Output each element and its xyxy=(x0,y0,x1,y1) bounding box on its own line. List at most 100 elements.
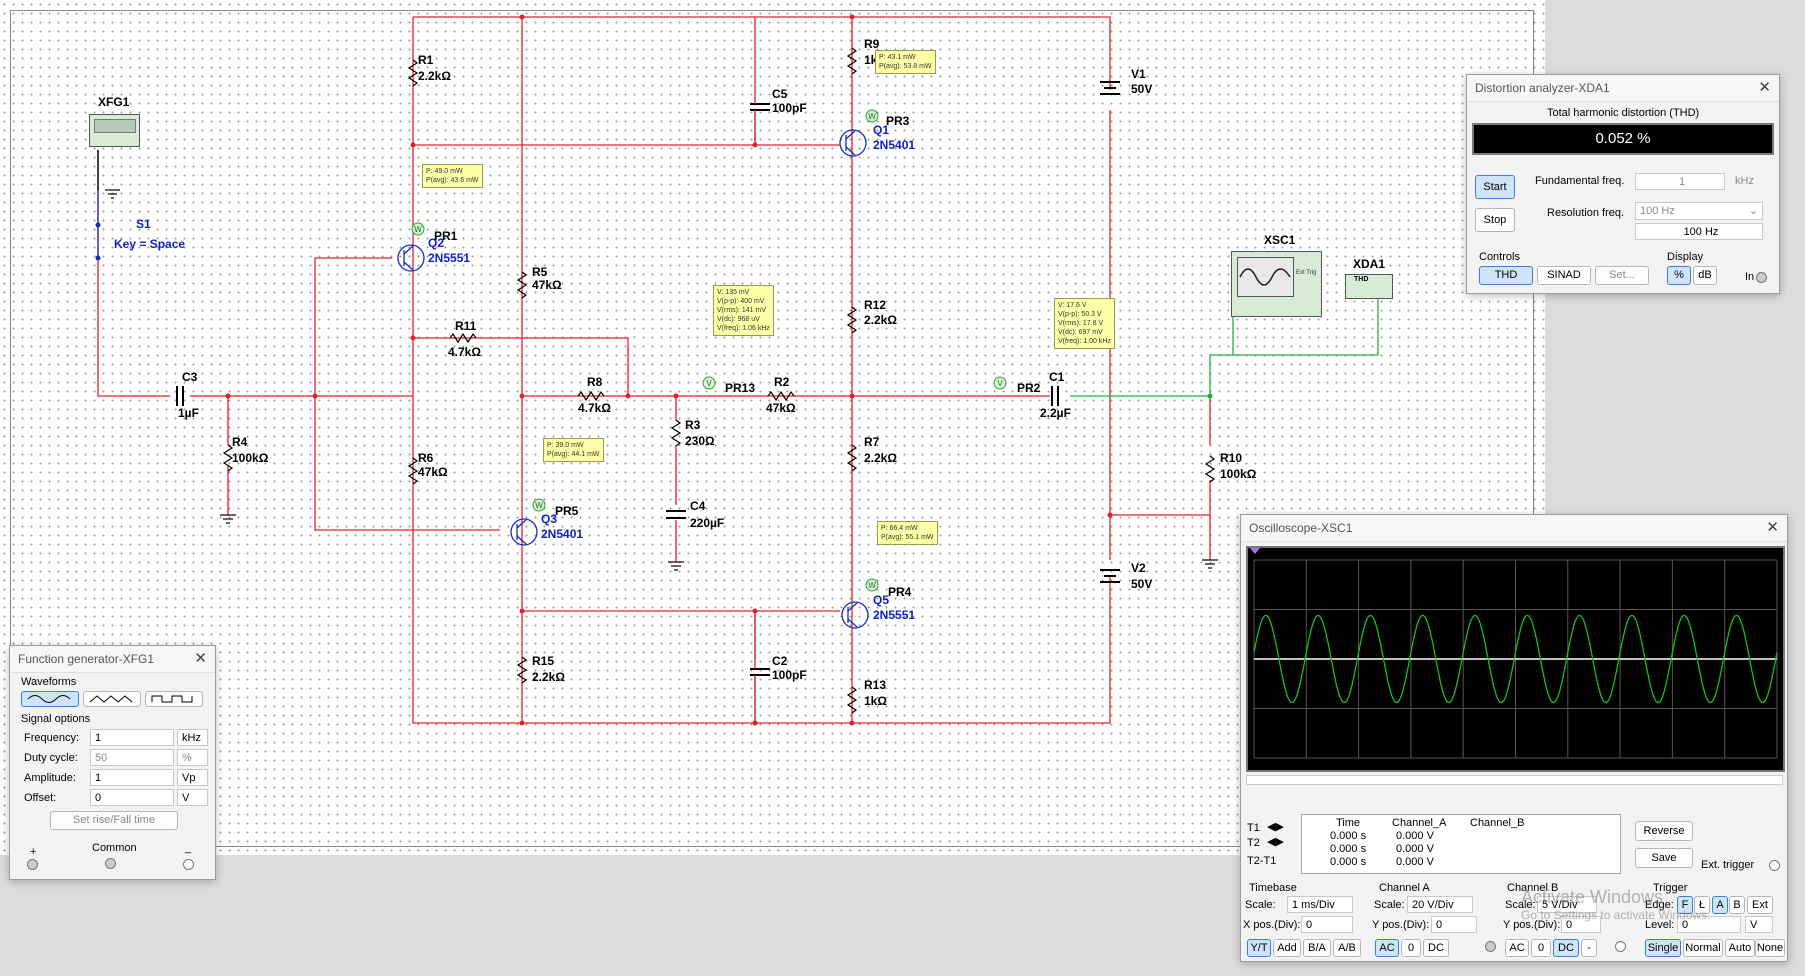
funcgen-window-title: Function generator-XFG1 ✕ xyxy=(10,646,215,673)
trigger-ext-button[interactable]: Ext xyxy=(1747,896,1773,914)
fundamental-freq-input[interactable]: 1 xyxy=(1635,173,1725,190)
schematic-svg: WW WW VV R1 2.2kΩ R5 47kΩ R6 47kΩ R1 xyxy=(95,14,1385,726)
cursor-t1-marker[interactable] xyxy=(1250,548,1260,554)
xfg1-instrument[interactable] xyxy=(89,114,140,147)
thd-button[interactable]: THD xyxy=(1479,266,1533,285)
batteries xyxy=(1100,81,1120,583)
ba-button[interactable]: B/A xyxy=(1303,939,1331,957)
ab-button[interactable]: A/B xyxy=(1333,939,1361,957)
frequency-unit[interactable]: kHz xyxy=(177,729,208,746)
single-button[interactable]: Single xyxy=(1645,939,1681,957)
svg-text:W: W xyxy=(535,501,543,510)
probe-pr3-readout: P: 43.1 mW P(avg): 53.8 mW xyxy=(875,50,936,74)
label-r9: R9 xyxy=(864,37,880,51)
channel-a-scale-input[interactable]: 20 V/Div xyxy=(1407,896,1473,913)
square-wave-button[interactable] xyxy=(145,691,203,707)
sinad-button[interactable]: SINAD xyxy=(1537,266,1591,285)
label-r3: R3 xyxy=(685,418,701,432)
channel-b-ypos-input[interactable]: 0 xyxy=(1561,916,1601,933)
edge-rising-button[interactable]: F xyxy=(1677,896,1693,914)
probe-pr4-readout: P: 66.4 mW P(avg): 55.1 mW xyxy=(877,521,938,545)
sine-wave-button[interactable] xyxy=(21,691,79,707)
channel-a-zero-button[interactable]: 0 xyxy=(1401,939,1421,957)
function-generator-window[interactable]: Function generator-XFG1 ✕ Waveforms Sign… xyxy=(9,645,216,880)
label-c4: C4 xyxy=(690,499,706,513)
distortion-analyzer-window[interactable]: Distortion analyzer-XDA1 ✕ Total harmoni… xyxy=(1466,74,1780,294)
stop-button[interactable]: Stop xyxy=(1475,208,1515,232)
distortion-window-title: Distortion analyzer-XDA1 ✕ xyxy=(1467,75,1779,102)
label-r6: R6 xyxy=(418,451,434,465)
offset-input[interactable]: 0 xyxy=(90,789,174,806)
trigger-b-button[interactable]: B xyxy=(1729,896,1745,914)
channel-b-scale-input[interactable]: 5 V/Div xyxy=(1537,896,1597,913)
label-c5: C5 xyxy=(772,87,788,101)
offset-unit[interactable]: V xyxy=(177,789,208,806)
common-terminal-label: Common xyxy=(92,842,137,854)
add-button[interactable]: Add xyxy=(1273,939,1301,957)
part-q1: 2N5401 xyxy=(873,138,915,152)
label-c2: C2 xyxy=(772,654,788,668)
level-input[interactable]: 0 xyxy=(1677,916,1741,933)
amplitude-input[interactable]: 1 xyxy=(90,769,174,786)
frequency-input[interactable]: 1 xyxy=(90,729,174,746)
timebase-scale-input[interactable]: 1 ms/Div xyxy=(1287,896,1353,913)
yt-button[interactable]: Y/T xyxy=(1247,939,1271,957)
t2t1-channel-a-cell: 0.000 V xyxy=(1396,856,1434,868)
channel-b-ac-button[interactable]: AC xyxy=(1505,939,1529,957)
close-icon[interactable]: ✕ xyxy=(194,650,207,667)
channel-a-terminal-icon[interactable] xyxy=(1485,941,1496,952)
amplitude-label: Amplitude: xyxy=(24,772,76,784)
svg-text:V: V xyxy=(706,379,712,388)
none-button[interactable]: None xyxy=(1755,939,1785,957)
offset-label: Offset: xyxy=(24,792,57,804)
start-button[interactable]: Start xyxy=(1475,175,1515,199)
set-button[interactable]: Set... xyxy=(1595,266,1649,285)
amplitude-unit[interactable]: Vp xyxy=(177,769,208,786)
triangle-wave-button[interactable] xyxy=(83,691,141,707)
reverse-button[interactable]: Reverse xyxy=(1635,821,1693,841)
channel-b-minus-button[interactable]: - xyxy=(1581,939,1597,957)
thd-heading: Total harmonic distortion (THD) xyxy=(1547,107,1700,119)
t2-arrows-icon[interactable]: ◀▶ xyxy=(1267,836,1284,848)
label-r4: R4 xyxy=(232,435,248,449)
minus-terminal-icon[interactable] xyxy=(183,859,194,870)
label-r8: R8 xyxy=(587,375,603,389)
db-button[interactable]: dB xyxy=(1693,266,1717,285)
value-r2: 47kΩ xyxy=(766,401,796,415)
grounds xyxy=(97,150,1218,571)
set-rise-fall-time-button[interactable]: Set rise/Fall time xyxy=(50,811,178,830)
level-unit[interactable]: V xyxy=(1745,916,1773,933)
channel-a-ypos-label: Y pos.(Div): xyxy=(1372,919,1430,931)
channel-b-dc-button[interactable]: DC xyxy=(1553,939,1579,957)
input-terminal-label: In xyxy=(1745,271,1755,283)
plus-terminal-icon[interactable] xyxy=(27,859,38,870)
resolution-freq-value[interactable]: 100 Hz xyxy=(1635,223,1763,240)
scope-scrollbar[interactable] xyxy=(1246,775,1783,785)
input-terminal-icon[interactable] xyxy=(1756,272,1767,283)
label-r11: R11 xyxy=(455,319,477,333)
common-terminal-icon[interactable] xyxy=(105,858,116,869)
normal-button[interactable]: Normal xyxy=(1683,939,1723,957)
channel-b-terminal-icon[interactable] xyxy=(1615,941,1626,952)
channel-a-ypos-input[interactable]: 0 xyxy=(1431,916,1477,933)
xda1-instrument[interactable]: THD xyxy=(1345,274,1393,299)
oscilloscope-window[interactable]: Oscilloscope-XSC1 ✕ T1 T2 T2-T1 ◀▶ ◀▶ Ti… xyxy=(1240,514,1788,962)
duty-cycle-unit[interactable]: % xyxy=(177,749,208,766)
close-icon[interactable]: ✕ xyxy=(1766,519,1779,536)
duty-cycle-input[interactable]: 50 xyxy=(90,749,174,766)
trigger-a-button[interactable]: A xyxy=(1712,896,1728,914)
channel-b-zero-button[interactable]: 0 xyxy=(1531,939,1551,957)
xsc1-instrument[interactable]: Ext Trig xyxy=(1231,251,1322,317)
resolution-freq-select[interactable]: 100 Hz⌄ xyxy=(1635,202,1763,220)
ext-trigger-terminal-icon[interactable] xyxy=(1769,860,1780,871)
percent-button[interactable]: % xyxy=(1667,266,1691,285)
save-button[interactable]: Save xyxy=(1635,848,1693,868)
edge-falling-button[interactable]: Ł xyxy=(1694,896,1710,914)
auto-button[interactable]: Auto xyxy=(1725,939,1755,957)
channel-a-ac-button[interactable]: AC xyxy=(1375,939,1399,957)
t1-arrows-icon[interactable]: ◀▶ xyxy=(1267,821,1284,833)
channel-a-dc-button[interactable]: DC xyxy=(1423,939,1449,957)
close-icon[interactable]: ✕ xyxy=(1758,79,1771,96)
x-pos-input[interactable]: 0 xyxy=(1301,916,1353,933)
